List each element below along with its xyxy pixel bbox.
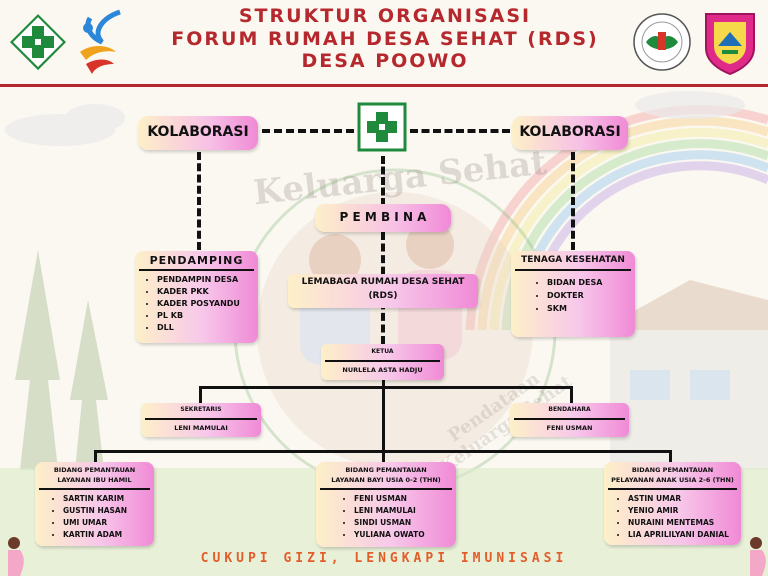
- bidang-ibu-hamil-title1: BIDANG PEMANTAUAN: [53, 466, 136, 474]
- list-item: DLL: [157, 322, 240, 334]
- ketua-name: NURLELA ASTA HADJU: [342, 366, 423, 374]
- page-title-line2: FORUM RUMAH DESA SEHAT (RDS): [171, 28, 599, 50]
- kolaborasi-left-label: KOLABORASI: [147, 124, 249, 140]
- sekretaris-rule: [145, 418, 257, 420]
- list-item: KADER POSYANDU: [157, 298, 240, 310]
- bidang-bayi-title1: BIDANG PEMANTAUAN: [345, 466, 427, 474]
- ministry-seal-logo: [632, 12, 692, 76]
- bidang-anak-title2: PELAYANAN ANAK USIA 2-6 (THN): [611, 476, 734, 484]
- connector-bendahara-down: [570, 386, 573, 404]
- list-item: DOKTER: [547, 289, 602, 302]
- connector-ketua-down: [382, 380, 385, 462]
- lembaga-title-line2: (RDS): [368, 291, 398, 301]
- list-item: BIDAN DESA: [547, 276, 602, 289]
- bendahara-box: BENDAHARA FENI USMAN: [510, 403, 629, 437]
- tenaga-kesehatan-box: TENAGA KESEHATAN BIDAN DESA DOKTER SKM: [511, 251, 635, 337]
- pregnant-woman-left-illustration: [8, 537, 24, 576]
- bidang-anak-rule: [608, 488, 737, 490]
- pendamping-list: PENDAMPIN DESA KADER PKK KADER POSYANDU …: [143, 274, 240, 334]
- bidang-anak-box: BIDANG PEMANTAUAN PELAYANAN ANAK USIA 2-…: [604, 462, 741, 545]
- pregnant-woman-right-illustration: [750, 537, 766, 576]
- list-item: KARTIN ADAM: [63, 529, 127, 541]
- center-cross-logo: [355, 100, 409, 162]
- list-item: KADER PKK: [157, 286, 240, 298]
- bidang-ibu-hamil-rule: [39, 488, 150, 490]
- connector-bidang-ibu-down: [94, 450, 97, 464]
- page-title-line3: DESA POOWO: [301, 50, 469, 72]
- list-item: YULIANA OWATO: [354, 529, 425, 541]
- bidang-bayi-rule: [320, 488, 452, 490]
- cloud-decoration: [5, 91, 745, 146]
- lembaga-box: LEMABAGA RUMAH DESA SEHAT (RDS): [288, 274, 478, 308]
- bidang-anak-list: ASTIN UMAR YENIO AMIR NURAINI MENTEMAS L…: [614, 493, 729, 541]
- connector-center-down: [381, 156, 385, 206]
- pendamping-rule: [139, 269, 254, 271]
- list-item: GUSTIN HASAN: [63, 505, 127, 517]
- connector-kolaborasi-left: [262, 129, 354, 133]
- pembina-pill: P E M B I N A: [315, 204, 451, 232]
- bidang-anak-title1: BIDANG PEMANTAUAN: [631, 466, 714, 474]
- list-item: YENIO AMIR: [628, 505, 729, 517]
- bidang-bayi-list: FENI USMAN LENI MAMULAI SINDI USMAN YULI…: [340, 493, 425, 541]
- footer-slogan: CUKUPI GIZI, LENGKAPI IMUNISASI: [200, 551, 568, 566]
- bendahara-name: FENI USMAN: [546, 424, 593, 432]
- kolaborasi-right-pill: KOLABORASI: [512, 116, 628, 150]
- tree-decoration: [15, 250, 108, 470]
- kolaborasi-left-pill: KOLABORASI: [138, 116, 258, 150]
- connector-level2-horizontal: [94, 450, 672, 453]
- list-item: LENI MAMULAI: [354, 505, 425, 517]
- page-title-line1: STRUKTUR ORGANISASI: [238, 5, 532, 27]
- bidang-ibu-hamil-list: SARTIN KARIM GUSTIN HASAN UMI UMAR KARTI…: [49, 493, 127, 541]
- list-item: LIA APRILILYANI DANIAL: [628, 529, 729, 541]
- list-item: SARTIN KARIM: [63, 493, 127, 505]
- tenaga-kesehatan-title: TENAGA KESEHATAN: [521, 255, 625, 265]
- bidang-ibu-hamil-title2: LAYANAN IBU HAMIL: [57, 476, 132, 484]
- connector-kolaborasi-right: [410, 129, 510, 133]
- header-divider: [0, 84, 768, 87]
- list-item: SINDI USMAN: [354, 517, 425, 529]
- connector-sekretaris-down: [199, 386, 202, 404]
- ketua-role: KETUA: [371, 348, 394, 355]
- kolaborasi-right-label: KOLABORASI: [519, 124, 621, 140]
- list-item: NURAINI MENTEMAS: [628, 517, 729, 529]
- list-item: UMI UMAR: [63, 517, 127, 529]
- connector-left-down: [197, 152, 201, 250]
- building-decoration: [600, 280, 768, 470]
- pembina-label: P E M B I N A: [339, 210, 427, 224]
- bidang-bayi-box: BIDANG PEMANTAUAN LAYANAN BAYI USIA 0-2 …: [316, 462, 456, 547]
- pendamping-box: PENDAMPING PENDAMPIN DESA KADER PKK KADE…: [135, 251, 258, 343]
- ketua-rule: [325, 360, 440, 362]
- bidang-ibu-hamil-box: BIDANG PEMANTAUAN LAYANAN IBU HAMIL SART…: [35, 462, 154, 546]
- family-health-logo: [72, 8, 128, 82]
- sekretaris-name: LENI MAMULAI: [174, 424, 228, 432]
- tenaga-kesehatan-list: BIDAN DESA DOKTER SKM: [533, 276, 602, 315]
- list-item: PENDAMPIN DESA: [157, 274, 240, 286]
- sekretaris-box: SEKRETARIS LENI MAMULAI: [141, 403, 261, 437]
- ketua-box: KETUA NURLELA ASTA HADJU: [321, 344, 444, 380]
- list-item: ASTIN UMAR: [628, 493, 729, 505]
- regency-emblem-logo: [700, 6, 760, 80]
- bendahara-rule: [514, 418, 625, 420]
- lembaga-title-line1: LEMABAGA RUMAH DESA SEHAT: [301, 277, 465, 287]
- connector-right-down: [571, 152, 575, 250]
- bendahara-role: BENDAHARA: [548, 406, 591, 413]
- sekretaris-role: SEKRETARIS: [180, 406, 222, 413]
- list-item: PL KB: [157, 310, 240, 322]
- bidang-bayi-title2: LAYANAN BAYI USIA 0-2 (THN): [331, 476, 441, 484]
- connector-level1-horizontal: [199, 386, 573, 389]
- list-item: FENI USMAN: [354, 493, 425, 505]
- connector-bidang-anak-down: [669, 450, 672, 462]
- pendamping-title: PENDAMPING: [149, 254, 244, 267]
- tenaga-kesehatan-rule: [515, 269, 631, 271]
- list-item: SKM: [547, 302, 602, 315]
- kemenkes-cross-logo: [9, 14, 67, 74]
